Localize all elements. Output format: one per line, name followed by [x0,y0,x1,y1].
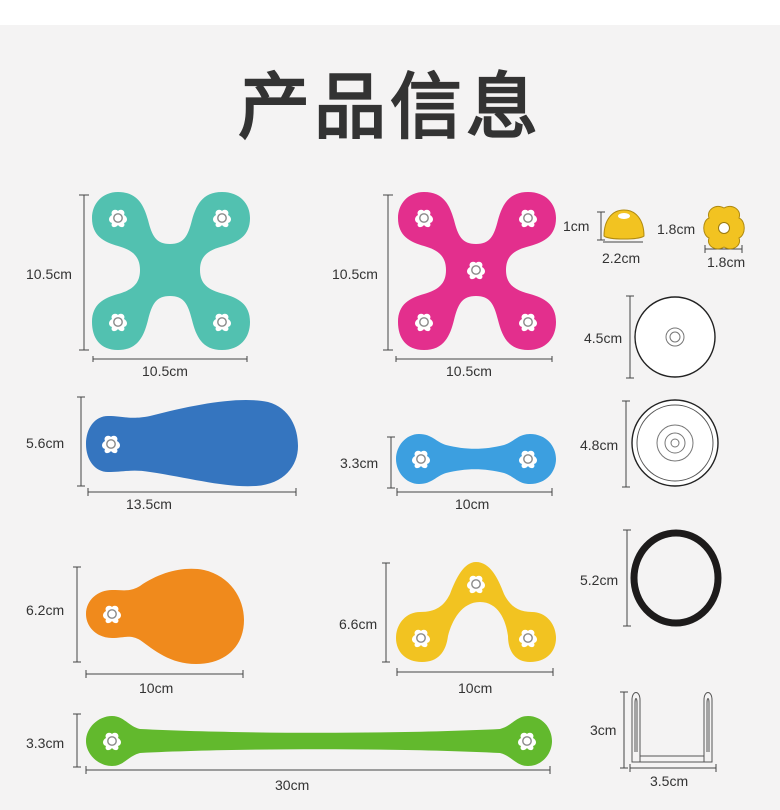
blue-bone-link-body [396,434,556,484]
teal-x-height-label: 10.5cm [26,266,72,282]
orange-paddle-width-label: 10cm [139,680,174,696]
yellow-arch-hole-top [466,575,486,594]
flower-button-width-label: 1.8cm [707,254,746,270]
flat-disc-body [634,296,716,378]
teal-x-hole-3 [108,313,128,332]
teal-x-piece-body [92,192,250,350]
magenta-x-width-label: 10.5cm [446,363,492,379]
flat-disc [634,296,716,378]
flower-button-height-label: 1.8cm [657,221,696,237]
green-link-width-label: 30cm [275,777,310,793]
magenta-x-hole-4 [518,313,538,332]
arch-width-label: 10cm [458,680,493,696]
yellow-dome-cap-body [603,209,645,240]
blue-paddle [86,399,298,487]
black-ring [630,529,722,627]
magenta-x-piece [398,192,556,350]
green-long-link-body [86,716,552,766]
dimension-lines [73,194,743,774]
magenta-x-hole-center [466,261,486,280]
magenta-x-hole-2 [518,209,538,228]
orange-paddle-body [86,568,244,664]
yellow-arch-hole-right [518,629,538,648]
yellow-dome-cap [603,209,645,240]
ring-diameter-label: 5.2cm [580,572,619,588]
suction-disc [631,399,719,487]
blue-paddle-body [86,399,298,487]
blue-paddle-width-label: 13.5cm [126,496,172,512]
flat-disc-diameter-label: 4.5cm [584,330,623,346]
yellow-arch-hole-left [411,629,431,648]
orange-paddle-height-label: 6.2cm [26,602,65,618]
blue-bone-link-hole-right [518,450,538,469]
blue-paddle-height-label: 5.6cm [26,435,65,451]
yellow-arch-body [396,562,556,662]
dome-cap-height-label: 1cm [563,218,590,234]
holder-height-label: 3cm [590,722,617,738]
black-ring-body [630,529,722,627]
blue-bone-link-hole-left [411,450,431,469]
dome-cap-width-label: 2.2cm [602,250,641,266]
orange-paddle-hole [102,605,122,624]
blue-bone-link [396,434,556,484]
magenta-x-height-label: 10.5cm [332,266,378,282]
bone-link-height-label: 3.3cm [340,455,379,471]
magenta-x-hole-3 [414,313,434,332]
arch-height-label: 6.6cm [339,616,378,632]
green-long-link [86,716,552,766]
green-link-height-label: 3.3cm [26,735,65,751]
suction-disc-body [631,399,719,487]
yellow-arch [396,562,556,662]
suction-disc-diameter-label: 4.8cm [580,437,619,453]
page-title: 产品信息 [237,65,542,149]
teal-x-piece [92,192,250,350]
magenta-x-hole-1 [414,209,434,228]
bone-link-width-label: 10cm [455,496,490,512]
teal-x-hole-4 [212,313,232,332]
holder-width-label: 3.5cm [650,773,689,789]
green-long-link-hole-right [517,732,537,751]
teal-x-width-label: 10.5cm [142,363,188,379]
orange-paddle [86,568,244,664]
teal-x-hole-1 [108,209,128,228]
teal-x-hole-2 [212,209,232,228]
blue-paddle-hole [101,435,121,454]
yellow-flower-button [703,205,745,250]
green-long-link-hole-left [102,732,122,751]
clear-holder [631,692,713,763]
